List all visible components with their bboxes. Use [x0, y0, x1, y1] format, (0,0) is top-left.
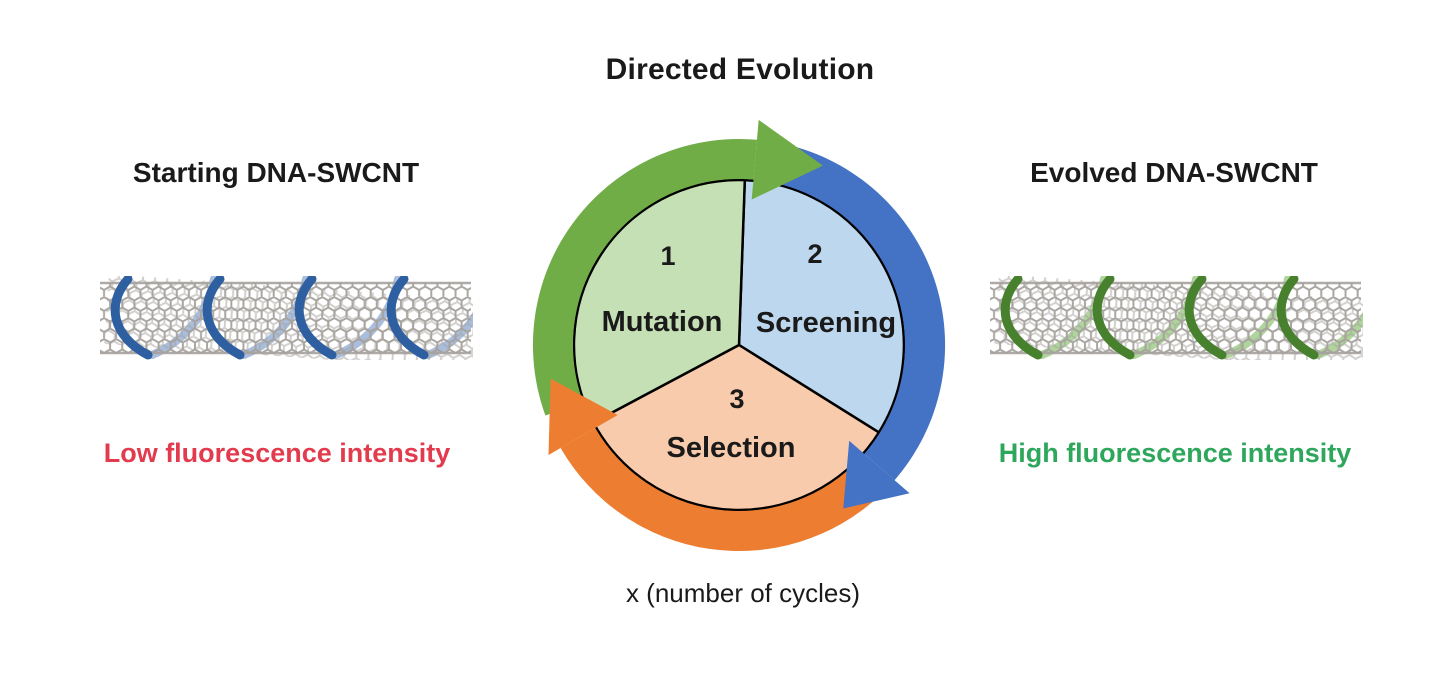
- nanotube-edges: [100, 281, 471, 355]
- mutation-sector: [572, 178, 747, 424]
- step-1-number: 1: [660, 241, 675, 271]
- selection-arrowhead-icon: [548, 378, 618, 455]
- cycle-count-label: x (number of cycles): [625, 578, 861, 608]
- step-2-label: Screening: [756, 307, 896, 339]
- nanotube-edges: [990, 281, 1361, 355]
- step-1-label: Mutation: [602, 306, 723, 338]
- starting-swcnt-title: Starting DNA-SWCNT: [132, 157, 420, 188]
- dna-front-strands: [110, 276, 429, 360]
- nanotube-mesh-back-wall: [994, 276, 1363, 360]
- step-2-number: 2: [807, 239, 822, 269]
- starting-swcnt-graphic: [100, 276, 473, 360]
- cycle-pie: [572, 178, 906, 512]
- nanotube-mesh-back-wall: [104, 276, 473, 360]
- selection-arrow-arc: [560, 428, 880, 552]
- high-fluorescence-caption: High fluorescence intensity: [998, 438, 1352, 468]
- mutation-arrowhead-icon: [751, 119, 823, 200]
- dna-front-strands: [1000, 276, 1319, 360]
- screening-arrowhead-icon: [843, 440, 910, 509]
- step-3-label: Selection: [667, 432, 796, 464]
- screening-arrow-arc: [782, 146, 946, 481]
- low-fluorescence-caption: Low fluorescence intensity: [103, 438, 451, 468]
- page-title: Directed Evolution: [605, 53, 875, 86]
- directed-evolution-cycle-diagram: 1 Mutation 2 Screening 3 Selection: [532, 119, 946, 552]
- step-3-number: 3: [729, 384, 744, 414]
- evolved-swcnt-graphic: [990, 276, 1363, 360]
- mutation-arrow-arc: [532, 139, 757, 416]
- evolved-swcnt-title: Evolved DNA-SWCNT: [1030, 157, 1318, 188]
